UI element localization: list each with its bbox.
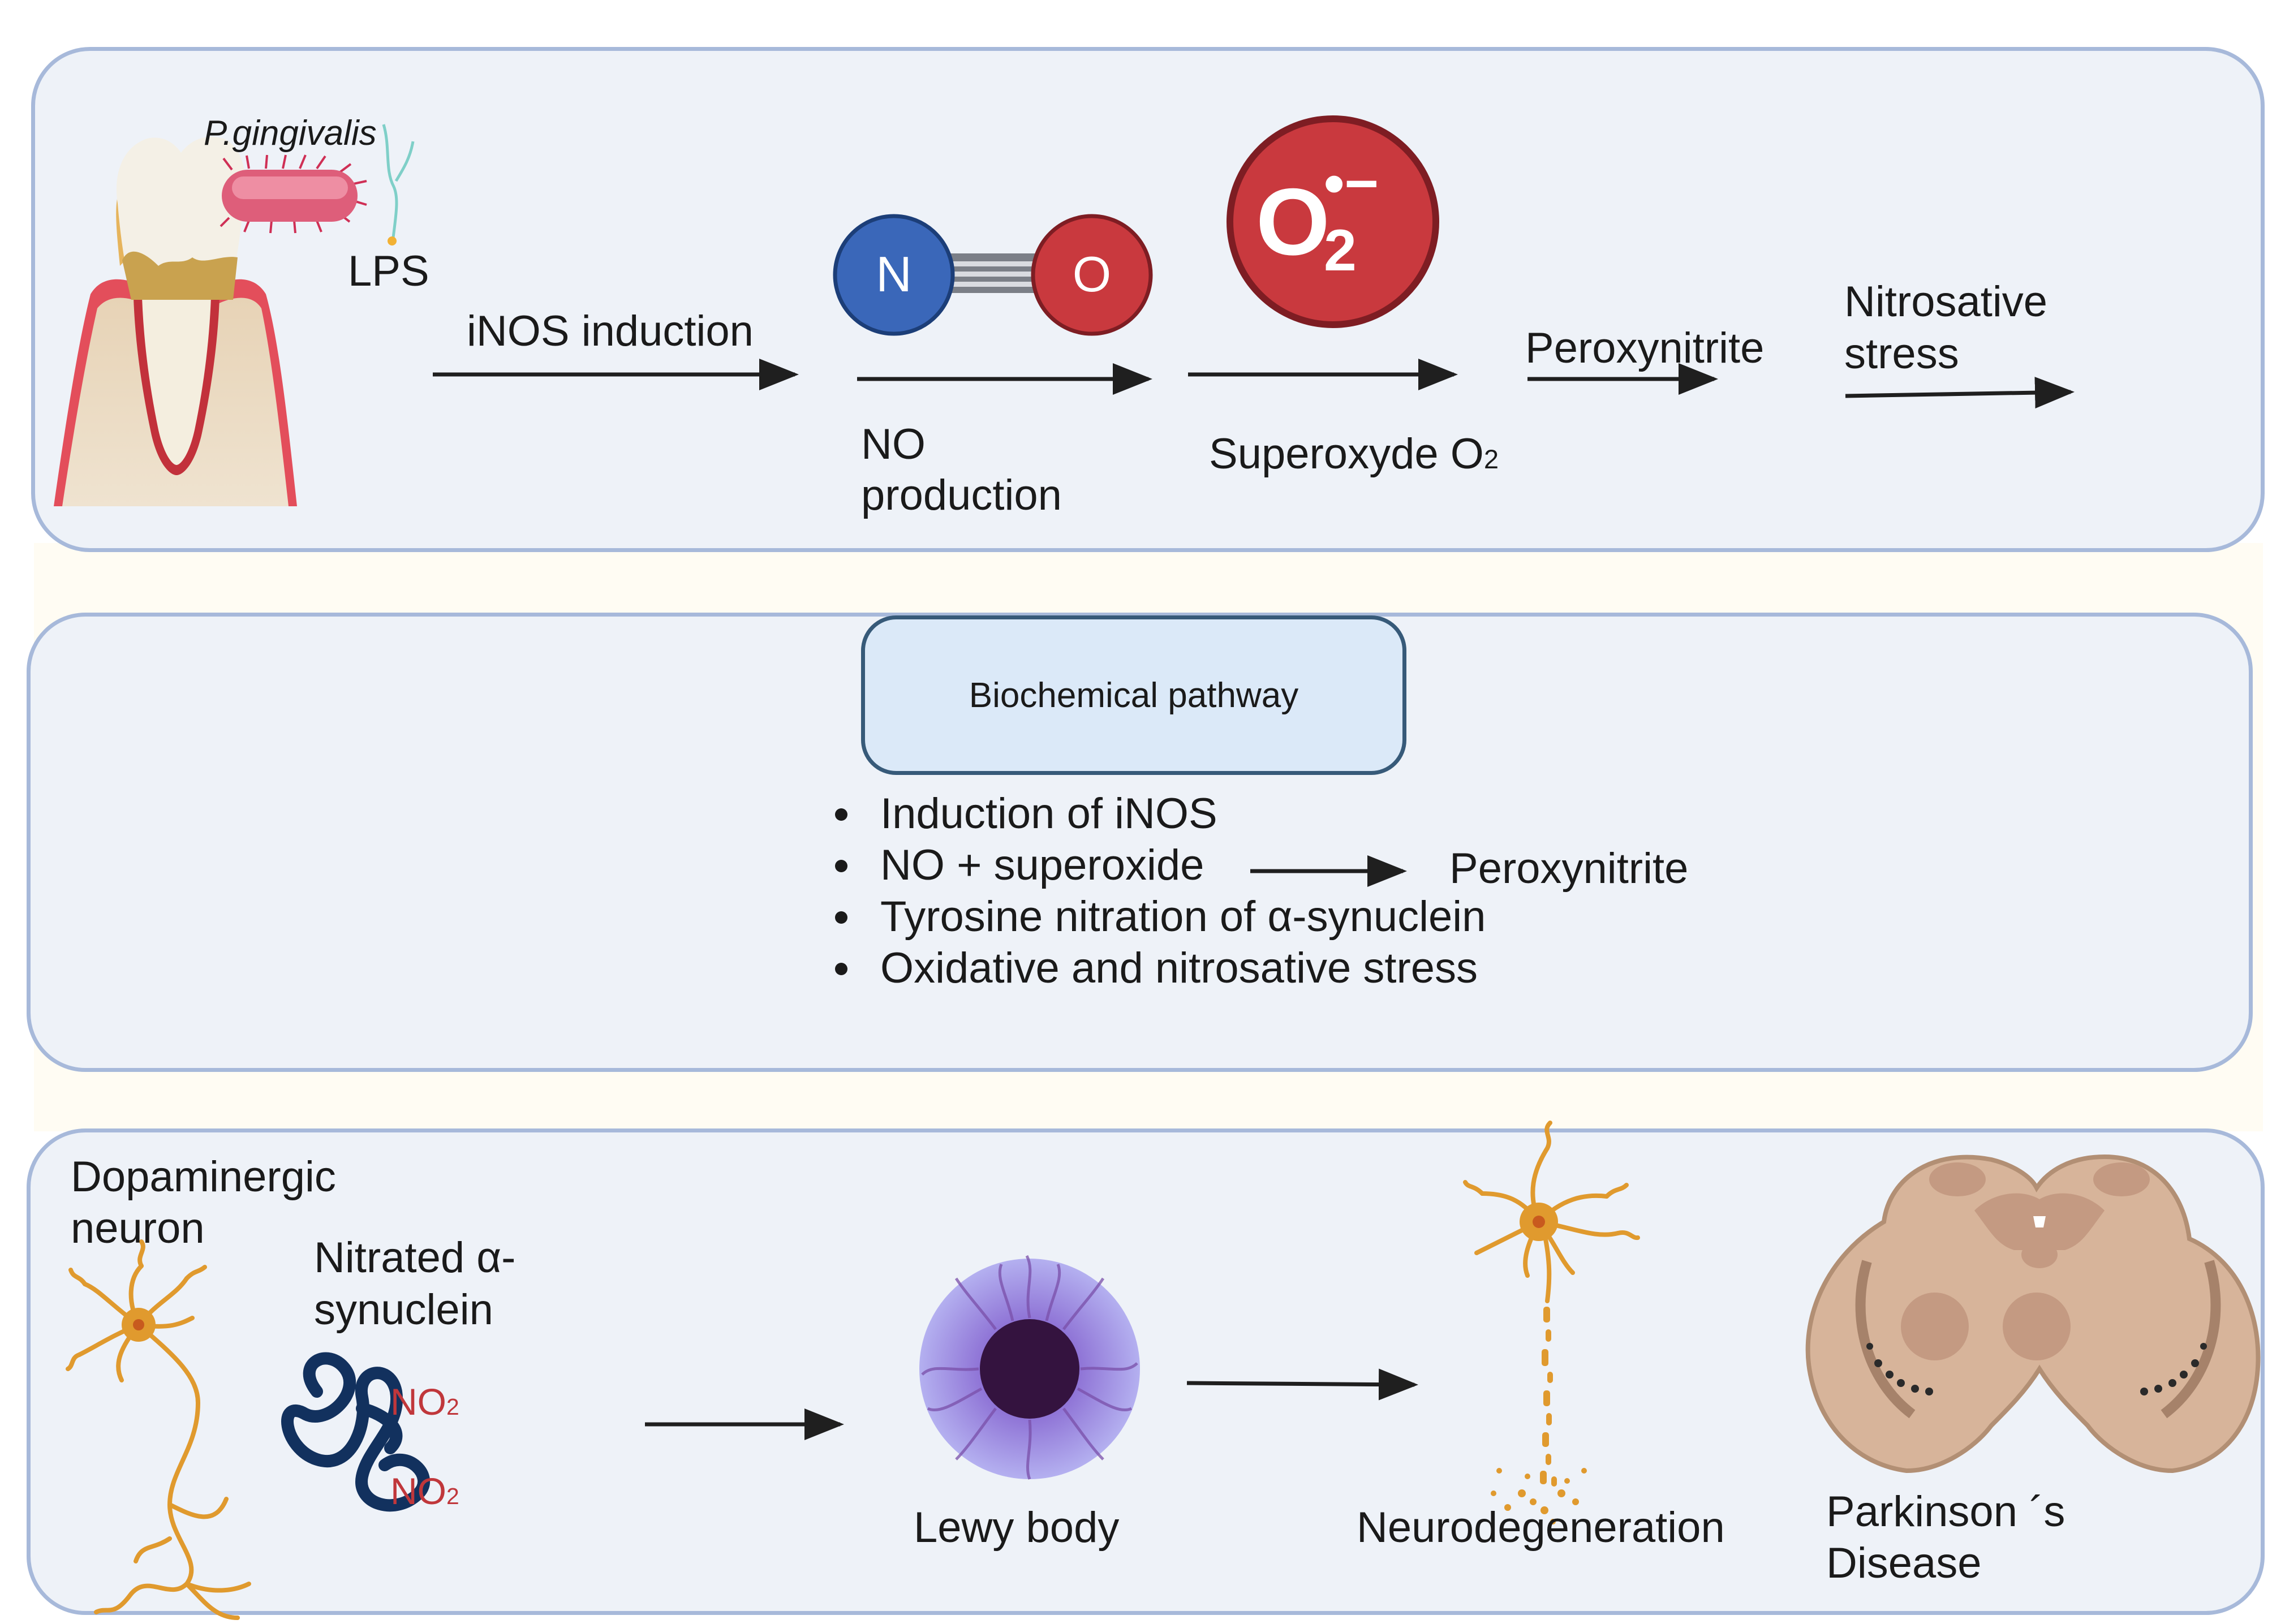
superoxide-label-text: Superoxyde O bbox=[1209, 430, 1484, 478]
no2-subscript: 2 bbox=[446, 1483, 459, 1509]
bullet-dot bbox=[835, 963, 847, 975]
bullet-text: Induction of iNOS bbox=[880, 790, 1217, 838]
bottom-arrows bbox=[645, 1368, 1418, 1440]
pathway-title: Biochemical pathway bbox=[969, 675, 1299, 715]
no-molecule: N O bbox=[833, 214, 1153, 336]
o-symbol: O bbox=[1073, 246, 1111, 302]
axon-fragments bbox=[1491, 1307, 1587, 1524]
bullet-dot bbox=[835, 808, 847, 821]
no2-text: NO bbox=[390, 1470, 446, 1512]
lps-label: LPS bbox=[348, 247, 429, 295]
no-production-label-line1: NO bbox=[861, 420, 926, 468]
no-production-label-line2: production bbox=[861, 471, 1062, 519]
pathway-bullet-list: Induction of iNOS NO + superoxide Tyrosi… bbox=[832, 788, 1486, 994]
bullet-item: Tyrosine nitration of α-synuclein bbox=[832, 891, 1486, 942]
neuron-label-line2: neuron bbox=[71, 1204, 205, 1252]
nitrosative-label-line1: Nitrosative bbox=[1844, 278, 2047, 326]
p-gingivalis-bacterium bbox=[220, 154, 367, 234]
disease-label-line1: Parkinson ´s bbox=[1826, 1488, 2065, 1536]
dopaminergic-neuron bbox=[66, 1239, 251, 1620]
disease-label-line2: Disease bbox=[1826, 1539, 1982, 1587]
no2-label-upper: NO2 bbox=[390, 1380, 459, 1423]
lewy-body bbox=[919, 1255, 1140, 1480]
inos-induction-label: iNOS induction bbox=[467, 307, 754, 355]
bullet-item: NO + superoxide bbox=[832, 839, 1486, 891]
lps-molecule bbox=[382, 124, 415, 245]
peroxynitrite-label: Peroxynitrite bbox=[1525, 324, 1765, 372]
bullet-text: Tyrosine nitration of α-synuclein bbox=[880, 893, 1486, 941]
nitrosative-label-line2: stress bbox=[1844, 330, 1959, 378]
lewy-body-label: Lewy body bbox=[914, 1504, 1120, 1552]
superoxide-charge: •− bbox=[1324, 151, 1379, 217]
neurodegeneration-label: Neurodegeneration bbox=[1357, 1504, 1725, 1552]
synuclein-coil bbox=[281, 1352, 431, 1512]
no2-text: NO bbox=[390, 1381, 446, 1423]
synuclein-label-line1: Nitrated α- bbox=[314, 1234, 516, 1282]
bullet-dot bbox=[835, 911, 847, 924]
bullet-text: Oxidative and nitrosative stress bbox=[880, 944, 1478, 992]
no2-subscript: 2 bbox=[446, 1394, 459, 1420]
degenerating-neuron bbox=[1463, 1121, 1640, 1303]
arrow-neurodegeneration bbox=[1186, 1368, 1418, 1401]
arrow-nitrosative bbox=[1845, 377, 2075, 409]
no2-label-lower: NO2 bbox=[390, 1470, 459, 1513]
bullet-text: NO + superoxide bbox=[880, 841, 1204, 889]
nitrogen-atom bbox=[833, 214, 955, 336]
top-panel bbox=[31, 47, 2265, 552]
superoxide-label-subscript: 2 bbox=[1483, 444, 1499, 474]
bullet-item: Oxidative and nitrosative stress bbox=[832, 942, 1486, 994]
bullet-dot bbox=[835, 860, 847, 872]
top-arrows bbox=[433, 359, 2075, 409]
bacterium-label: P.gingivalis bbox=[204, 114, 377, 153]
tooth-illustration bbox=[54, 136, 297, 506]
bullet-item: Induction of iNOS bbox=[832, 788, 1486, 839]
superoxide-symbol: O bbox=[1256, 169, 1330, 275]
n-symbol: N bbox=[876, 246, 912, 302]
superoxide-ion: O 2 •− bbox=[1227, 115, 1439, 328]
midbrain-section bbox=[1805, 1154, 2261, 1474]
oxygen-atom bbox=[1031, 214, 1153, 336]
superoxide-label: Superoxyde O2 bbox=[1209, 428, 1499, 485]
bullet-result-peroxynitrite: Peroxynitrite bbox=[1449, 845, 1689, 893]
superoxide-subscript: 2 bbox=[1324, 218, 1357, 283]
neuron-label-line1: Dopaminergic bbox=[71, 1153, 336, 1201]
synuclein-label-line2: synuclein bbox=[314, 1286, 493, 1334]
pathway-title-box: Biochemical pathway bbox=[861, 615, 1406, 775]
